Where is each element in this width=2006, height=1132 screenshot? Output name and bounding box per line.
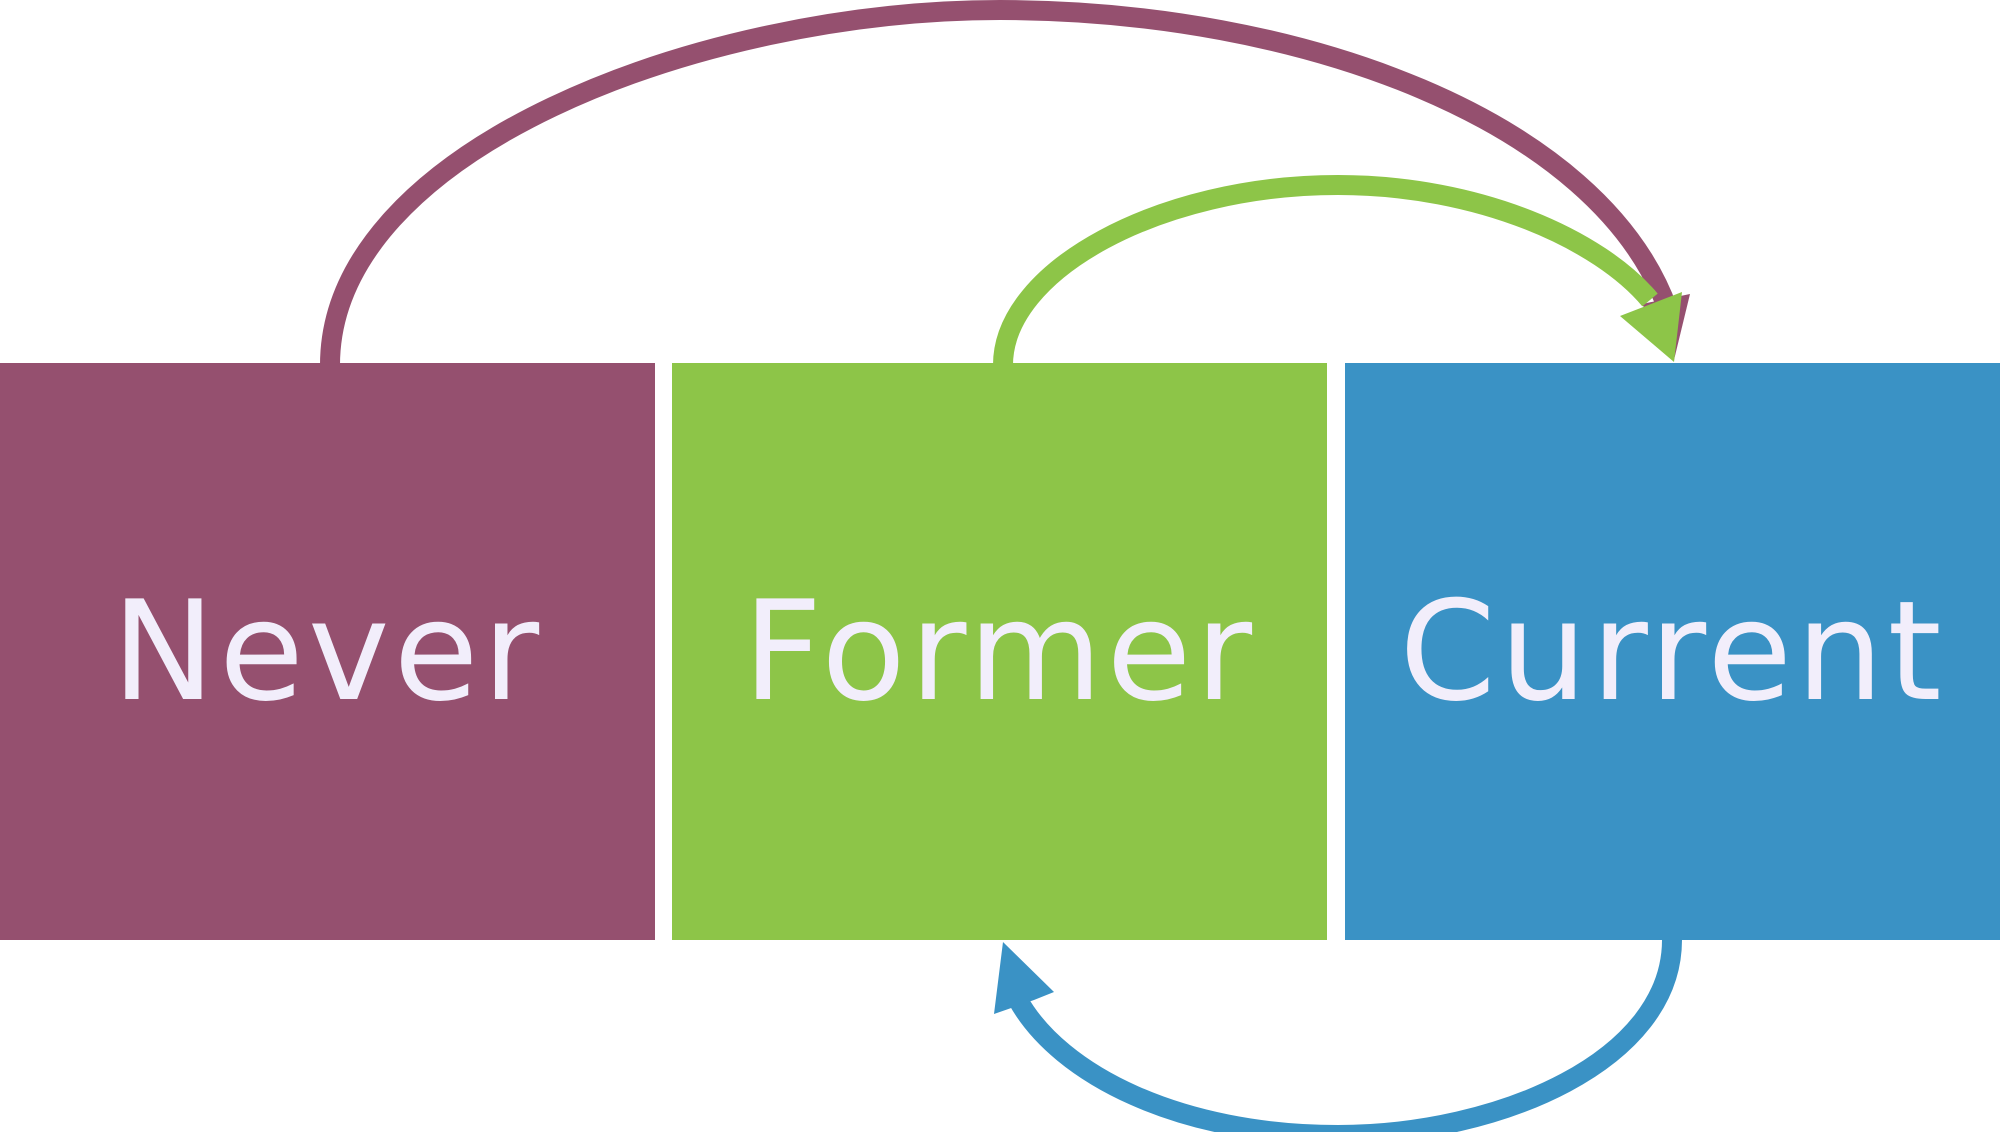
state-label-former: Former: [742, 571, 1257, 732]
state-box-current: Current: [1345, 363, 2000, 940]
arrow-never-to-current: [320, 0, 1678, 366]
arrowhead-former-to-current: [1620, 292, 1682, 362]
state-box-former: Former: [672, 363, 1327, 940]
state-box-never: Never: [0, 363, 655, 940]
arrowhead-current-to-former: [994, 942, 1054, 1014]
state-label-current: Current: [1399, 571, 1946, 732]
state-label-never: Never: [111, 571, 544, 732]
arrow-former-to-current: [993, 174, 1658, 366]
arrow-current-to-former: [1009, 939, 1682, 1132]
